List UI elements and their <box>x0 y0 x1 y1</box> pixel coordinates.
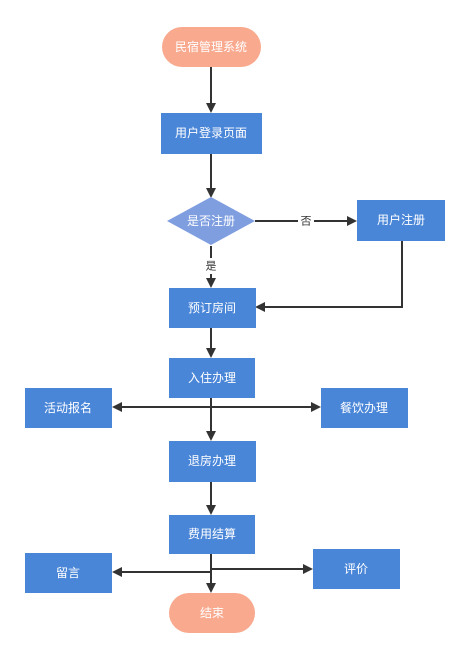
settlement-node <box>169 515 255 554</box>
message-node-label: 留言 <box>56 566 80 580</box>
end-node-label: 结束 <box>200 606 224 620</box>
edges <box>112 67 403 593</box>
start-node-label: 民宿管理系统 <box>175 39 247 54</box>
settlement-node-label: 费用结算 <box>188 526 236 541</box>
message-node <box>25 553 112 593</box>
end-node <box>169 593 255 633</box>
check-in-node <box>169 358 255 398</box>
review-node-label: 评价 <box>344 562 368 576</box>
check-in-node-label: 入住办理 <box>188 370 236 385</box>
activity-signup-node-label: 活动报名 <box>44 400 92 415</box>
book-room-node <box>169 288 256 328</box>
review-node <box>313 549 400 589</box>
start-node <box>162 27 261 67</box>
edge-label-yes: 是 <box>206 260 217 273</box>
edge-label-no: 否 <box>301 215 312 228</box>
edge-label-yes-bg <box>203 258 219 274</box>
login-page-node <box>161 113 262 154</box>
edge-label-no-bg <box>298 212 314 230</box>
check-out-node-label: 退房办理 <box>188 453 236 468</box>
activity-signup-node <box>25 388 112 428</box>
is-registered-decision-label: 是否注册 <box>187 213 235 228</box>
user-register-node-label: 用户注册 <box>377 212 425 227</box>
book-room-node-label: 预订房间 <box>188 300 236 315</box>
user-register-node <box>357 200 445 241</box>
edge-register-to-book <box>255 241 403 312</box>
dining-node <box>321 388 408 428</box>
login-page-node-label: 用户登录页面 <box>175 125 247 140</box>
check-out-node <box>169 441 256 482</box>
dining-node-label: 餐饮办理 <box>340 400 388 415</box>
is-registered-decision <box>167 197 255 245</box>
nodes: 民宿管理系统 用户登录页面 是否注册 用户注册 预订房间 入住办理 活动报名 餐… <box>25 27 445 633</box>
edge-labels: 否 是 <box>203 212 314 274</box>
